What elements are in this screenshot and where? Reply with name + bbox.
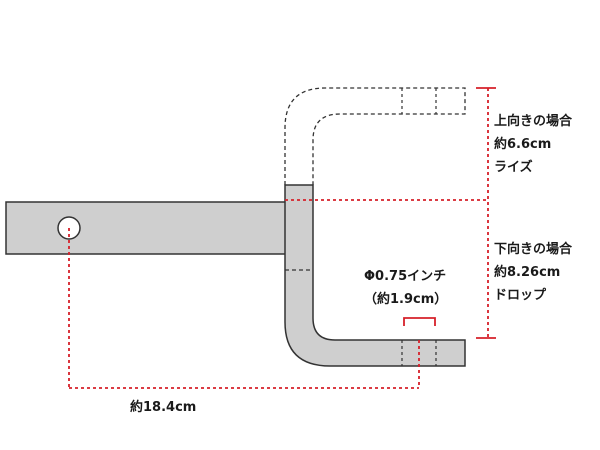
- rise-label-line3: ライズ: [494, 160, 533, 175]
- drop-label-line3: ドロップ: [494, 288, 547, 303]
- drop-label-line2: 約8.26cm: [494, 265, 561, 280]
- hole-diameter-line2: （約1.9cm）: [364, 292, 448, 307]
- hole-diameter-line1: Φ0.75インチ: [364, 269, 447, 284]
- rise-label: 上向きの場合 約6.6cm ライズ: [494, 110, 572, 179]
- hole-diameter-label: Φ0.75インチ （約1.9cm）: [364, 265, 447, 311]
- drop-label-line1: 下向きの場合: [494, 242, 573, 257]
- length-label: 約18.4cm: [130, 396, 196, 419]
- length-label-text: 約18.4cm: [130, 400, 197, 415]
- hole-diameter-bracket: [403, 317, 436, 326]
- rise-shape-dashed: [284, 87, 466, 185]
- shank-bar: [5, 201, 289, 255]
- drop-shape: [284, 184, 466, 367]
- rise-label-line1: 上向きの場合: [494, 114, 573, 129]
- drop-label: 下向きの場合 約8.26cm ドロップ: [494, 238, 572, 307]
- rise-label-line2: 約6.6cm: [494, 137, 552, 152]
